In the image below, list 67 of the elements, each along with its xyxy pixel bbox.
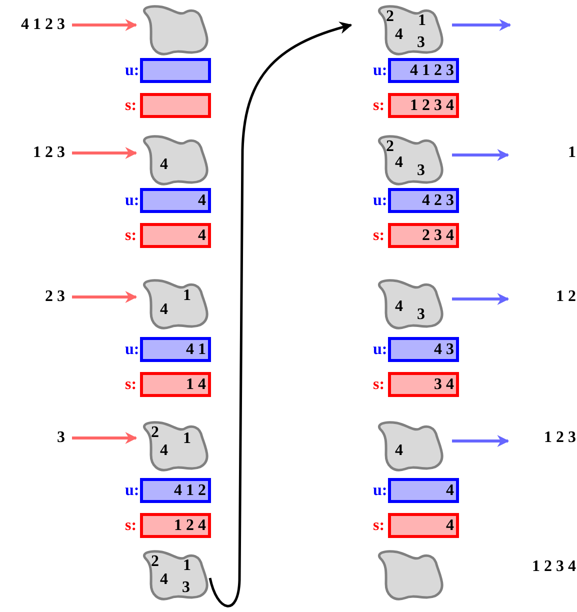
number: 4: [160, 157, 168, 173]
sequence-text: 2 3: [10, 288, 65, 306]
register-label: s:: [125, 226, 137, 246]
register-label: u:: [125, 481, 140, 501]
register-label: u:: [125, 340, 140, 360]
number: 1: [418, 13, 426, 29]
register-box: 1 2 3 4: [388, 93, 459, 118]
register-box: 4: [388, 513, 459, 538]
register-label: s:: [373, 375, 385, 395]
register-box: 4 1: [140, 337, 211, 362]
arrow: [452, 435, 510, 447]
register-box: 4 1 2 3: [388, 58, 459, 83]
register-box: 4: [140, 223, 211, 248]
arrow: [72, 19, 138, 31]
arrow: [208, 22, 352, 608]
number: 4: [160, 302, 168, 318]
number: 1: [183, 558, 191, 574]
register-box: 4: [388, 478, 459, 503]
register-box: 1 4: [140, 372, 211, 397]
arrow: [72, 291, 138, 303]
register-box: 1 2 4: [140, 513, 211, 538]
sequence-text: 4 1 2 3: [10, 16, 65, 34]
arrow: [452, 149, 510, 161]
register-label: u:: [373, 191, 388, 211]
arrow: [72, 432, 138, 444]
register-label: u:: [125, 61, 140, 81]
number: 4: [395, 443, 403, 459]
sequence-text: 1 2 3: [515, 429, 576, 447]
register-label: s:: [373, 226, 385, 246]
number: 2: [151, 425, 159, 441]
register-box: 3 4: [388, 372, 459, 397]
number: 1: [183, 288, 191, 304]
sequence-text: 1 2 3 4: [531, 558, 576, 576]
sequence-text: 1: [515, 144, 576, 162]
register-label: s:: [125, 516, 137, 536]
register-label: u:: [373, 340, 388, 360]
register-label: s:: [125, 375, 137, 395]
arrow: [452, 293, 510, 305]
register-box: 4 1 2: [140, 478, 211, 503]
arrow: [452, 19, 512, 31]
number: 4: [395, 27, 403, 43]
number: 4: [160, 443, 168, 459]
number: 2: [386, 139, 394, 155]
register-box: 4 3: [388, 337, 459, 362]
number: 1: [183, 431, 191, 447]
sequence-text: 3: [10, 429, 65, 447]
number: 4: [395, 155, 403, 171]
number: 4: [160, 572, 168, 588]
sequence-text: 1 2: [515, 288, 576, 306]
register-label: u:: [373, 481, 388, 501]
number: 3: [417, 35, 425, 51]
register-box: 4 2 3: [388, 188, 459, 213]
register-label: s:: [373, 516, 385, 536]
number: 2: [151, 554, 159, 570]
register-label: u:: [125, 191, 140, 211]
arrow: [72, 147, 138, 159]
register-box: 4: [140, 188, 211, 213]
sequence-text: 1 2 3: [10, 144, 65, 162]
register-box: 2 3 4: [388, 223, 459, 248]
register-label: s:: [125, 96, 137, 116]
number: 3: [417, 307, 425, 323]
register-label: s:: [373, 96, 385, 116]
number: 3: [182, 580, 190, 596]
number: 3: [417, 163, 425, 179]
number: 2: [386, 9, 394, 25]
number: 4: [395, 299, 403, 315]
register-label: u:: [373, 61, 388, 81]
